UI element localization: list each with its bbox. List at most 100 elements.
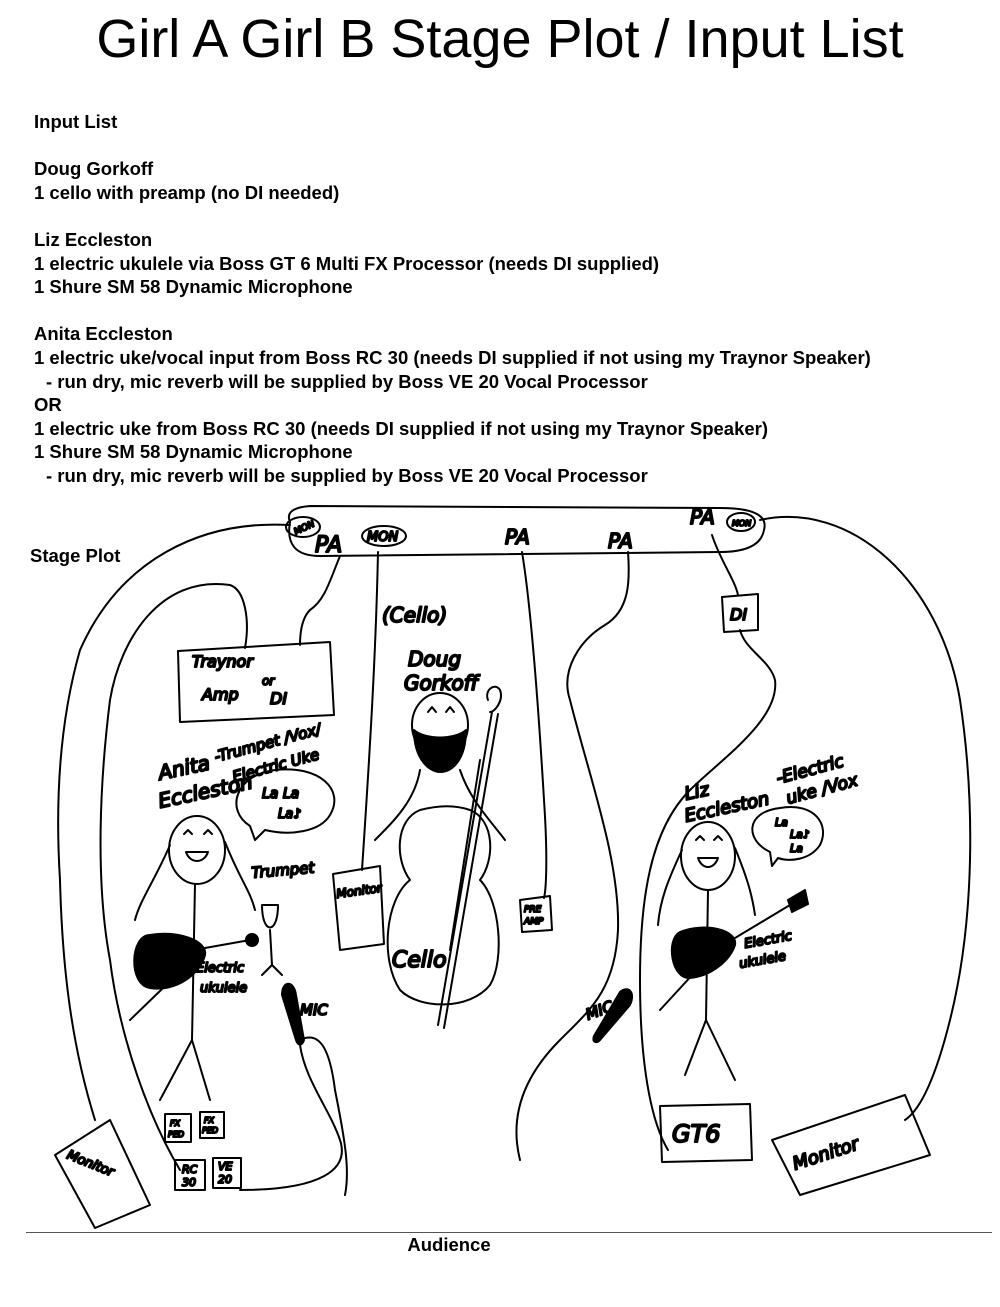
doug-body — [374, 769, 506, 841]
cello-body — [386, 805, 500, 1006]
pa-label: PA — [315, 533, 342, 558]
cable-cello-preamp — [521, 551, 548, 899]
liz-uke-headstock — [787, 889, 809, 913]
anita-hair — [134, 841, 256, 921]
monitor-label: Monitor — [790, 1133, 863, 1175]
cable-di — [711, 534, 739, 596]
preamp-box — [519, 895, 553, 933]
anita-bubble-text: La♪ — [278, 807, 302, 822]
fx-pedal-1 — [164, 1113, 192, 1143]
ve20-pedal — [212, 1157, 242, 1189]
musician-name: Liz Eccleston — [34, 228, 153, 250]
cable-right-mic — [515, 551, 630, 1161]
cello-bow — [449, 759, 481, 951]
input-list-heading: Input List — [34, 111, 118, 132]
fx-pedal-label: FX — [204, 1116, 215, 1125]
input-line: 1 electric ukulele via Boss GT 6 Multi F… — [34, 252, 660, 274]
fx-pedal-label: FX — [170, 1119, 181, 1128]
di-box — [721, 593, 759, 633]
monitor-label: Monitor — [335, 881, 383, 901]
traynor-label: Amp — [201, 685, 239, 704]
pa-snake — [288, 505, 766, 557]
audience-line — [26, 1232, 992, 1233]
mon-tag — [285, 516, 321, 538]
mon-tag — [726, 512, 756, 532]
anita-uke-label: Electric — [196, 961, 244, 976]
anita-ukulele — [133, 932, 251, 990]
input-note: - run dry, mic reverb will be supplied b… — [46, 370, 648, 392]
input-line: 1 electric uke from Boss RC 30 (needs DI… — [34, 417, 769, 439]
anita-uke-headstock — [245, 933, 259, 947]
liz-bubble — [751, 806, 825, 867]
mon-label: MON — [367, 530, 398, 545]
cable-traynor-return — [99, 582, 248, 1171]
cable-center-mic — [299, 1036, 348, 1196]
ve20-label: 20 — [218, 1173, 232, 1186]
gt6-box — [659, 1103, 753, 1163]
left-mic — [281, 982, 305, 1046]
input-line: 1 cello with preamp (no DI needed) — [34, 181, 340, 203]
anita-face — [183, 829, 213, 862]
musician-name: Anita Eccleston — [34, 323, 173, 345]
di-label: DI — [730, 605, 747, 624]
mic-label: MIC — [300, 1001, 328, 1019]
cello-scroll — [486, 685, 502, 713]
input-list: Input List Doug Gorkoff 1 cello with pre… — [34, 110, 871, 488]
stage-plot-heading: Stage Plot — [30, 545, 121, 566]
liz-face — [695, 835, 723, 868]
cello-neck — [437, 711, 499, 1029]
cello-heading: (Cello) — [382, 603, 447, 627]
left-monitor — [54, 1119, 151, 1229]
pa-label: PA — [608, 529, 633, 553]
preamp-label: AMP — [523, 917, 544, 927]
traynor-label: Traynor — [192, 652, 254, 671]
input-line: 1 Shure SM 58 Dynamic Microphone — [34, 276, 353, 298]
input-line: 1 electric uke/vocal input from Boss RC … — [34, 346, 871, 368]
right-monitor — [771, 1094, 931, 1196]
traynor-label: or — [262, 674, 275, 688]
anita-head — [168, 815, 226, 885]
liz-ukulele — [670, 904, 791, 980]
liz-hair — [657, 847, 756, 926]
pa-label: PA — [505, 525, 530, 549]
liz-bubble-text: La — [775, 816, 788, 829]
liz-uke-label: ukulele — [738, 949, 787, 972]
cable-left-monitor — [57, 523, 291, 1121]
fx-pedal-label: PED — [168, 1130, 184, 1139]
fx-pedal-2 — [199, 1111, 225, 1139]
liz-body — [659, 889, 736, 1081]
page-title: Girl A Girl B Stage Plot / Input List — [96, 9, 904, 69]
liz-bubble-text: La♪ — [790, 828, 810, 841]
input-or: OR — [34, 394, 62, 416]
rc30-label: RC — [182, 1163, 198, 1176]
preamp-label: PRE — [524, 905, 542, 915]
musician-name: Doug Gorkoff — [34, 158, 154, 180]
pa-label: PA — [690, 505, 715, 529]
trumpet-label: Trumpet — [251, 858, 316, 882]
mon-tag — [361, 525, 407, 547]
liz-head — [680, 821, 736, 891]
traynor-amp-box — [177, 641, 335, 723]
cable-traynor — [299, 555, 341, 646]
anita-bubble-text: La La — [262, 786, 299, 802]
fx-pedal-label: PED — [202, 1126, 218, 1135]
doug-name: Doug — [408, 647, 461, 671]
traynor-label: DI — [270, 689, 287, 708]
center-monitor — [332, 865, 385, 951]
doug-beard — [413, 729, 467, 773]
anita-bubble — [235, 768, 336, 841]
input-note: - run dry, mic reverb will be supplied b… — [46, 464, 648, 486]
audience-label: Audience — [407, 1234, 491, 1255]
mon-label: MON — [732, 519, 751, 528]
ve20-label: VE — [218, 1160, 233, 1173]
doug-name: Gorkoff — [404, 671, 481, 695]
gt6-label: GT6 — [672, 1120, 721, 1148]
right-mic — [592, 988, 634, 1044]
anita-body — [129, 883, 211, 1101]
anita-uke-label: ukulele — [200, 981, 247, 996]
doug-eyes — [427, 706, 455, 713]
liz-bubble-text: La — [790, 842, 803, 855]
cello-label: Cello — [392, 948, 447, 973]
cable-left-mic — [239, 1044, 343, 1191]
